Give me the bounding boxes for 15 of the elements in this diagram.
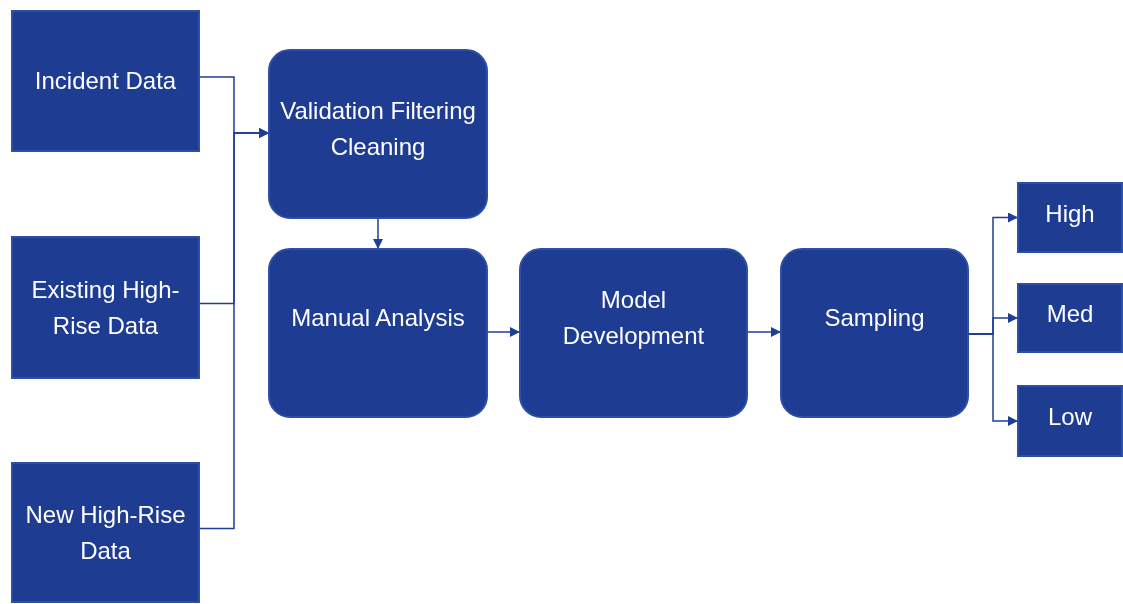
arrow (373, 218, 383, 249)
process-box: Sampling (780, 248, 969, 418)
arrow (199, 128, 269, 530)
data-box: High (1017, 182, 1123, 253)
process-box: Model Development (519, 248, 748, 418)
arrow (968, 333, 1018, 426)
data-box: New High-Rise Data (11, 462, 200, 603)
data-box: Existing High-Rise Data (11, 236, 200, 379)
data-box: Incident Data (11, 10, 200, 152)
data-box: Low (1017, 385, 1123, 457)
process-box: Manual Analysis (268, 248, 488, 418)
data-box: Med (1017, 283, 1123, 353)
arrow (747, 327, 781, 337)
arrow (487, 327, 520, 337)
process-box: Validation Filtering Cleaning (268, 49, 488, 219)
